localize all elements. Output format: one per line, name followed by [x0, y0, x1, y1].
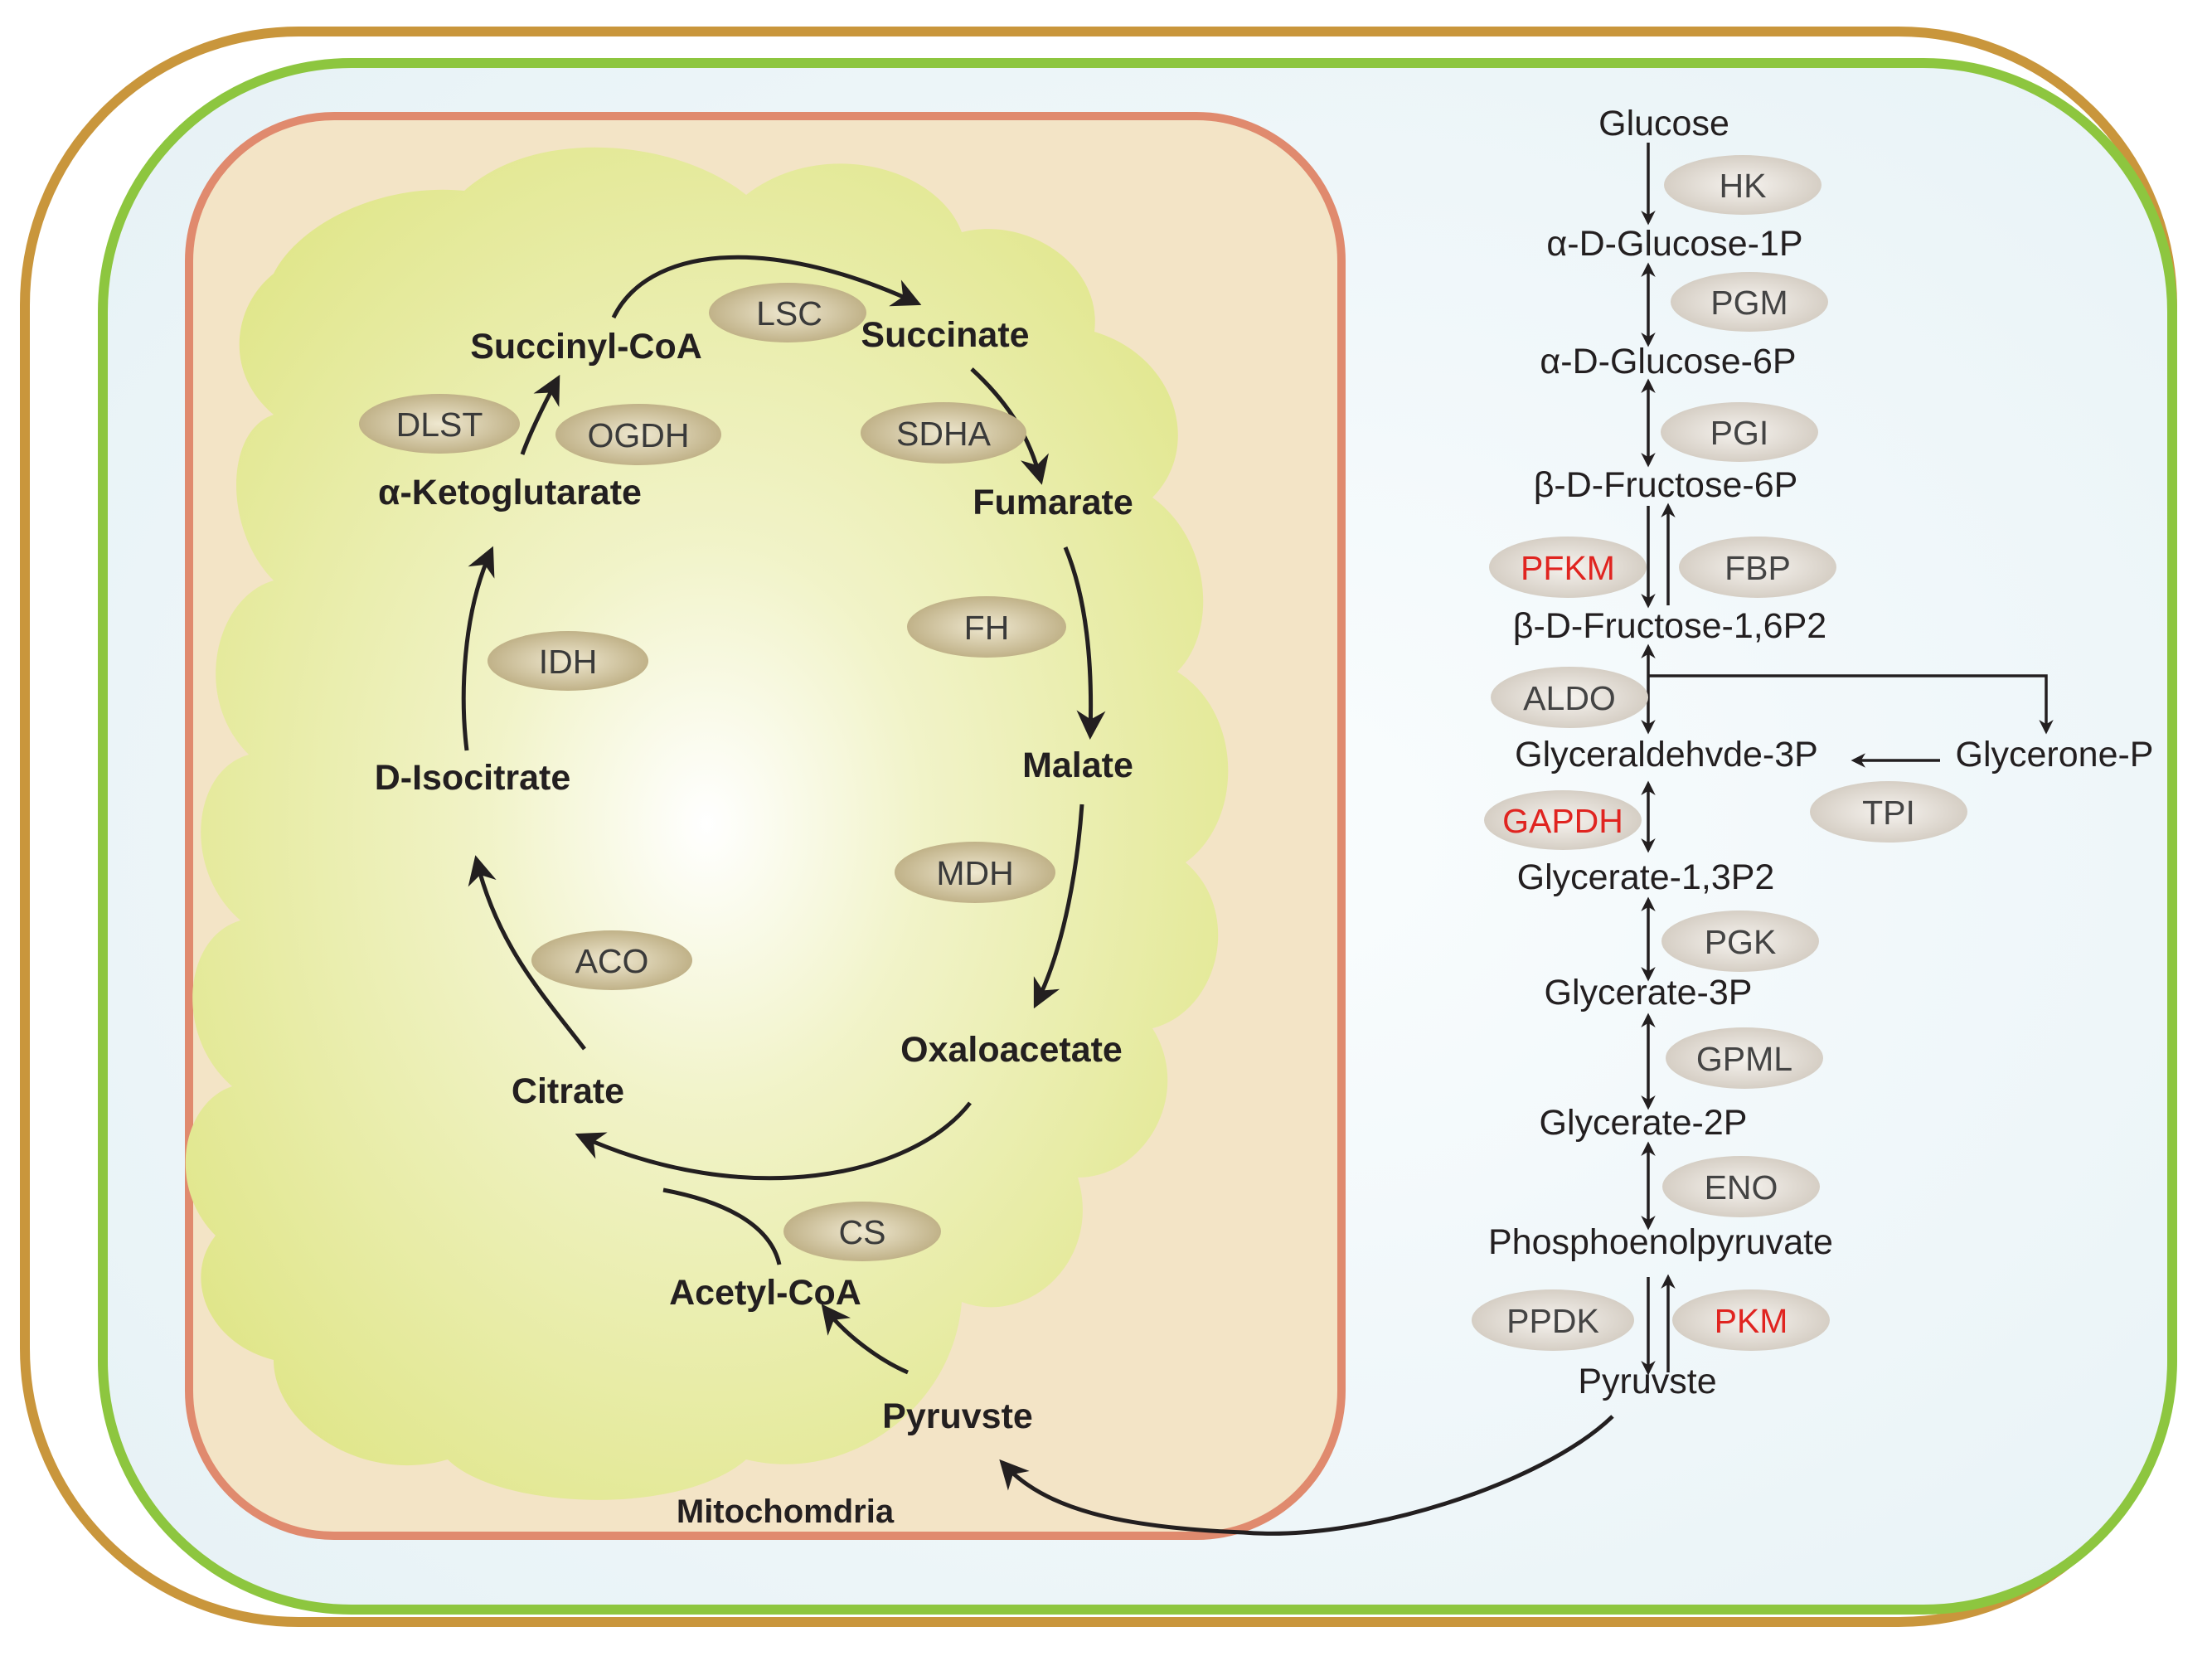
metabolite-fumarate: Fumarate	[973, 483, 1133, 522]
metabolite-phosphoenolpyruvate: Phosphoenolpyruvate	[1488, 1222, 1833, 1262]
metabolite-glucose-1p: α-D-Glucose-1P	[1546, 224, 1802, 264]
metabolite-glucose: Glucose	[1598, 104, 1729, 143]
arrow-cytosol-pyruvate-to-mito	[999, 1415, 1614, 1536]
svg-text:MDH: MDH	[936, 854, 1013, 892]
svg-text:GPML: GPML	[1696, 1040, 1792, 1078]
svg-text:FH: FH	[964, 609, 1010, 647]
glycolysis-enzymes: HK PGM PGI PFKM FBP ALDO GAPDH TPI PGK G…	[1472, 155, 1967, 1351]
svg-text:PGM: PGM	[1710, 284, 1788, 322]
arrow-acetylcoa-join	[662, 1187, 782, 1265]
metabolite-succinate: Succinate	[861, 315, 1029, 355]
metabolite-mito-pyruvate: Pyruvste	[882, 1396, 1033, 1436]
tca-cycle-arrows	[461, 255, 1614, 1536]
svg-text:FBP: FBP	[1724, 549, 1791, 587]
enzyme-hk: HK	[1664, 155, 1822, 215]
enzyme-tpi: TPI	[1810, 781, 1967, 843]
metabolite-fructose-16p2: β-D-Fructose-1,6P2	[1513, 606, 1826, 646]
enzyme-pgk: PGK	[1661, 911, 1819, 972]
svg-text:PGI: PGI	[1710, 414, 1769, 452]
enzyme-gpml: GPML	[1666, 1027, 1823, 1089]
svg-text:LSC: LSC	[756, 294, 822, 333]
metabolite-glycerone-p: Glycerone-P	[1956, 735, 2154, 775]
mitochondria-label: Mitochomdria	[677, 1493, 895, 1530]
enzyme-fh: FH	[907, 596, 1066, 658]
metabolite-succinyl-coa: Succinyl-CoA	[470, 327, 702, 367]
metabolite-glucose-6p: α-D-Glucose-6P	[1540, 342, 1796, 381]
svg-text:OGDH: OGDH	[588, 416, 690, 454]
enzyme-idh: IDH	[488, 631, 648, 691]
enzyme-aco: ACO	[531, 930, 692, 990]
svg-text:ALDO: ALDO	[1523, 679, 1616, 717]
arrow-fumarate-to-malate	[1063, 546, 1106, 740]
arrow-oxaloacetate-to-citrate	[575, 1101, 972, 1181]
enzyme-aldo: ALDO	[1491, 667, 1648, 728]
metabolite-glycerate-2p: Glycerate-2P	[1540, 1103, 1748, 1143]
arrow-isocitrate-to-ketoglutarate	[461, 546, 495, 751]
metabolite-glyceraldehyde-3p: Glyceraldehvde-3P	[1515, 735, 1818, 775]
svg-text:PFKM: PFKM	[1521, 549, 1615, 587]
metabolite-citrate: Citrate	[512, 1071, 624, 1111]
svg-text:PGK: PGK	[1705, 923, 1777, 961]
svg-text:IDH: IDH	[539, 643, 598, 681]
arrow-aldo-to-glycerone-p	[1648, 674, 2054, 735]
enzyme-pfkm: PFKM	[1489, 537, 1647, 598]
svg-text:SDHA: SDHA	[896, 415, 992, 453]
svg-text:ACO: ACO	[575, 942, 649, 980]
svg-text:CS: CS	[839, 1213, 886, 1251]
enzyme-dlst: DLST	[359, 394, 520, 454]
metabolite-oxaloacetate: Oxaloacetate	[900, 1030, 1123, 1070]
svg-text:ENO: ENO	[1705, 1168, 1778, 1207]
metabolite-d-isocitrate: D-Isocitrate	[375, 758, 571, 798]
metabolite-glycerate-3p: Glycerate-3P	[1545, 973, 1753, 1013]
arrow-malate-to-oxaloacetate	[1033, 804, 1084, 1009]
enzyme-mdh: MDH	[895, 842, 1055, 903]
enzyme-eno: ENO	[1662, 1156, 1820, 1217]
arrow-pyruvate-to-acetylcoa	[821, 1304, 909, 1375]
enzyme-sdha: SDHA	[861, 402, 1026, 464]
metabolite-glycerate-13p2: Glycerate-1,3P2	[1517, 857, 1775, 897]
enzyme-pgi: PGI	[1661, 402, 1818, 462]
metabolite-alpha-ketoglutarate: α-Ketoglutarate	[378, 473, 642, 512]
metabolite-malate: Malate	[1022, 745, 1133, 785]
arrow-succinylcoa-to-succinate	[611, 255, 922, 319]
svg-text:GAPDH: GAPDH	[1502, 802, 1623, 840]
svg-text:PPDK: PPDK	[1506, 1302, 1599, 1340]
metabolite-cytosol-pyruvate: Pyruvste	[1578, 1362, 1716, 1401]
glycolysis-arrows	[1641, 143, 2054, 1376]
svg-text:HK: HK	[1720, 167, 1767, 205]
arrow-citrate-to-isocitrate	[468, 855, 586, 1051]
glycolysis-metabolites: Glucose α-D-Glucose-1P α-D-Glucose-6P β-…	[1488, 104, 2153, 1401]
svg-text:DLST: DLST	[396, 406, 483, 444]
enzyme-cs: CS	[783, 1202, 941, 1261]
metabolite-fructose-6p: β-D-Fructose-6P	[1534, 465, 1798, 505]
svg-text:PKM: PKM	[1715, 1302, 1788, 1340]
enzyme-lsc: LSC	[709, 283, 866, 342]
enzyme-pkm: PKM	[1672, 1289, 1830, 1351]
svg-text:TPI: TPI	[1862, 794, 1915, 832]
tca-enzymes: LSC DLST OGDH SDHA FH IDH MDH ACO CS	[359, 283, 1066, 1261]
metabolite-acetyl-coa: Acetyl-CoA	[669, 1273, 861, 1313]
mitochondria-matrix	[185, 147, 1229, 1500]
enzyme-pgm: PGM	[1671, 272, 1828, 332]
arrow-ketoglutarate-to-succinylcoa	[520, 374, 560, 455]
tca-metabolites: Succinyl-CoA Succinate Fumarate Malate O…	[375, 315, 1133, 1436]
enzyme-ogdh: OGDH	[555, 404, 721, 465]
enzyme-fbp: FBP	[1679, 537, 1836, 598]
enzyme-ppdk: PPDK	[1472, 1289, 1634, 1351]
enzyme-gapdh: GAPDH	[1484, 790, 1642, 850]
